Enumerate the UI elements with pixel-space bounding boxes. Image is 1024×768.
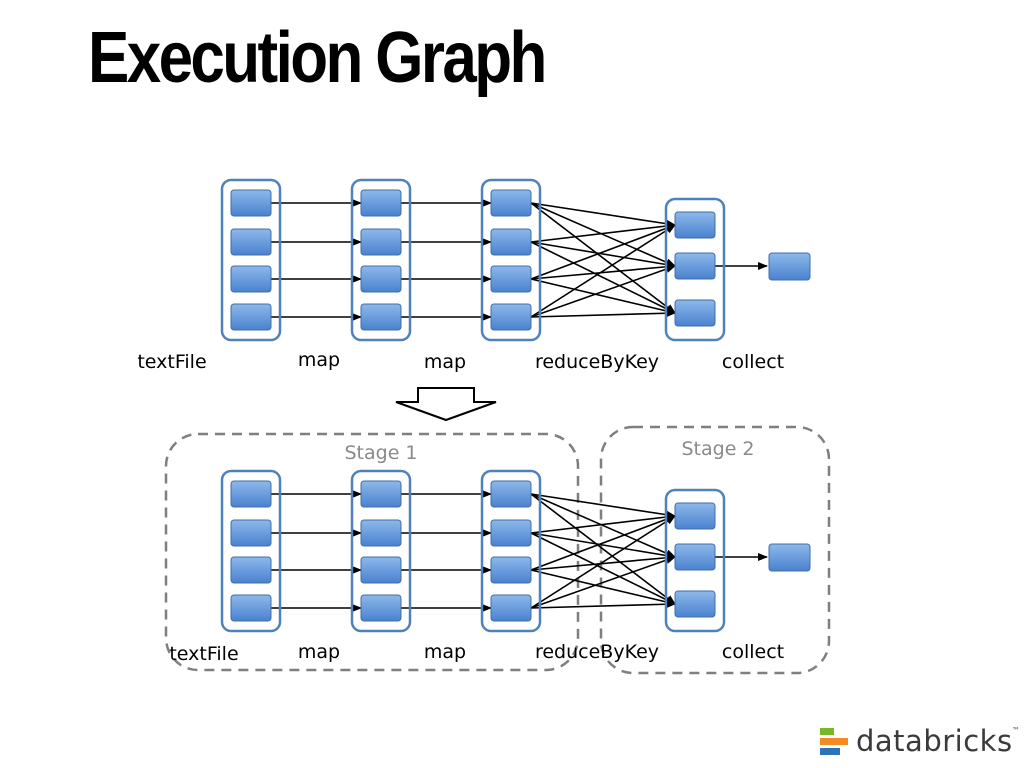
top-shuffle-edge-2-2: [530, 241, 676, 269]
bottom-map2-partition-1: [490, 480, 532, 508]
transform-down-arrow: [395, 387, 497, 422]
top-reducebykey-partition-1: [674, 211, 716, 239]
bottom-map1-partition-3: [360, 556, 402, 584]
bottom-shuffle-edge-1-2: [530, 493, 676, 558]
top-map1-partition-1: [360, 189, 402, 217]
bottom-shuffle-edge-2-3: [530, 532, 676, 605]
bottom-map1-partition-2: [360, 519, 402, 547]
bottom-shuffle-edge-3-3: [530, 569, 676, 606]
top-map1-partition-3: [360, 265, 402, 293]
bottom-reducebykey-partition-1: [674, 502, 716, 530]
trademark-symbol: ™: [1012, 726, 1020, 735]
top-shuffle-edge-1-1: [530, 202, 676, 228]
bottom-textfile-partition-3: [230, 556, 272, 584]
top-shuffle-edge-4-3: [530, 309, 676, 318]
bottom-shuffle-edge-2-2: [530, 532, 676, 560]
bottom-textfile-column: [220, 469, 282, 633]
bottom-collect-partition: [768, 543, 811, 572]
top-map2-partition-1: [490, 189, 532, 217]
stage-1-box: [164, 432, 580, 672]
bottom-map1-column: [350, 469, 412, 633]
bottom-textfile-partition-1: [230, 480, 272, 508]
databricks-logo-text: databricks: [856, 724, 1013, 758]
bottom-op-label-collect: collect: [722, 641, 784, 663]
stage-2-label: Stage 2: [681, 438, 754, 460]
top-op-label-map-2: map: [424, 351, 466, 373]
top-map2-partition-4: [490, 303, 532, 331]
bottom-map2-partition-3: [490, 556, 532, 584]
bottom-shuffle-edge-3-2: [530, 553, 676, 571]
top-shuffle-edge-2-3: [530, 241, 676, 314]
bottom-map1-partition-4: [360, 594, 402, 622]
bottom-map2-column: [480, 469, 542, 633]
top-map1-column: [350, 178, 412, 342]
bottom-op-label-textfile: textFile: [169, 643, 238, 665]
bottom-op-label-reducebykey: reduceByKey: [535, 641, 659, 663]
top-shuffle-edge-3-1: [530, 224, 676, 280]
top-map1-partition-4: [360, 303, 402, 331]
top-shuffle-edge-2-1: [530, 222, 676, 243]
bottom-shuffle-edge-4-2: [530, 556, 676, 609]
bottom-reducebykey-column: [664, 488, 726, 633]
top-map2-column: [480, 178, 542, 342]
stage-1-label: Stage 1: [344, 442, 417, 464]
top-op-label-textfile: textFile: [137, 351, 206, 373]
bottom-op-label-map-2: map: [424, 641, 466, 663]
bottom-shuffle-edge-1-1: [530, 493, 676, 519]
bottom-textfile-partition-2: [230, 519, 272, 547]
bottom-shuffle-edge-4-1: [530, 515, 676, 609]
top-reducebykey-partition-2: [674, 252, 716, 280]
bottom-op-label-map-1: map: [298, 641, 340, 663]
bottom-reducebykey-partition-2: [674, 543, 716, 571]
top-shuffle-edge-3-2: [530, 262, 676, 280]
top-reducebykey-column: [664, 197, 726, 342]
top-op-label-map-1: map: [298, 349, 340, 371]
top-textfile-partition-1: [230, 189, 272, 217]
top-reducebykey-partition-3: [674, 299, 716, 327]
top-shuffle-edge-3-3: [530, 278, 676, 315]
bottom-map1-partition-1: [360, 480, 402, 508]
bottom-map2-partition-2: [490, 519, 532, 547]
top-map2-partition-2: [490, 228, 532, 256]
top-map2-partition-3: [490, 265, 532, 293]
bottom-map2-partition-4: [490, 594, 532, 622]
top-shuffle-edge-4-2: [530, 265, 676, 318]
bottom-reducebykey-partition-3: [674, 590, 716, 618]
top-op-label-collect: collect: [722, 351, 784, 373]
bottom-shuffle-edge-1-3: [530, 493, 676, 605]
bottom-shuffle-edge-3-1: [530, 515, 676, 571]
top-textfile-partition-2: [230, 228, 272, 256]
top-textfile-partition-3: [230, 265, 272, 293]
databricks-logo-icon: [820, 728, 848, 755]
top-textfile-partition-4: [230, 303, 272, 331]
stage-2-box: [599, 425, 831, 675]
bottom-textfile-partition-4: [230, 594, 272, 622]
top-shuffle-edge-1-2: [530, 202, 676, 267]
top-map1-partition-2: [360, 228, 402, 256]
top-shuffle-edge-4-1: [530, 224, 676, 318]
top-textfile-column: [220, 178, 282, 342]
top-shuffle-edge-1-3: [530, 202, 676, 314]
bottom-shuffle-edge-4-3: [530, 600, 676, 609]
slide-title: Execution Graph: [88, 18, 547, 98]
bottom-shuffle-edge-2-1: [530, 513, 676, 534]
top-op-label-reducebykey: reduceByKey: [535, 351, 659, 373]
top-collect-partition: [768, 252, 811, 281]
